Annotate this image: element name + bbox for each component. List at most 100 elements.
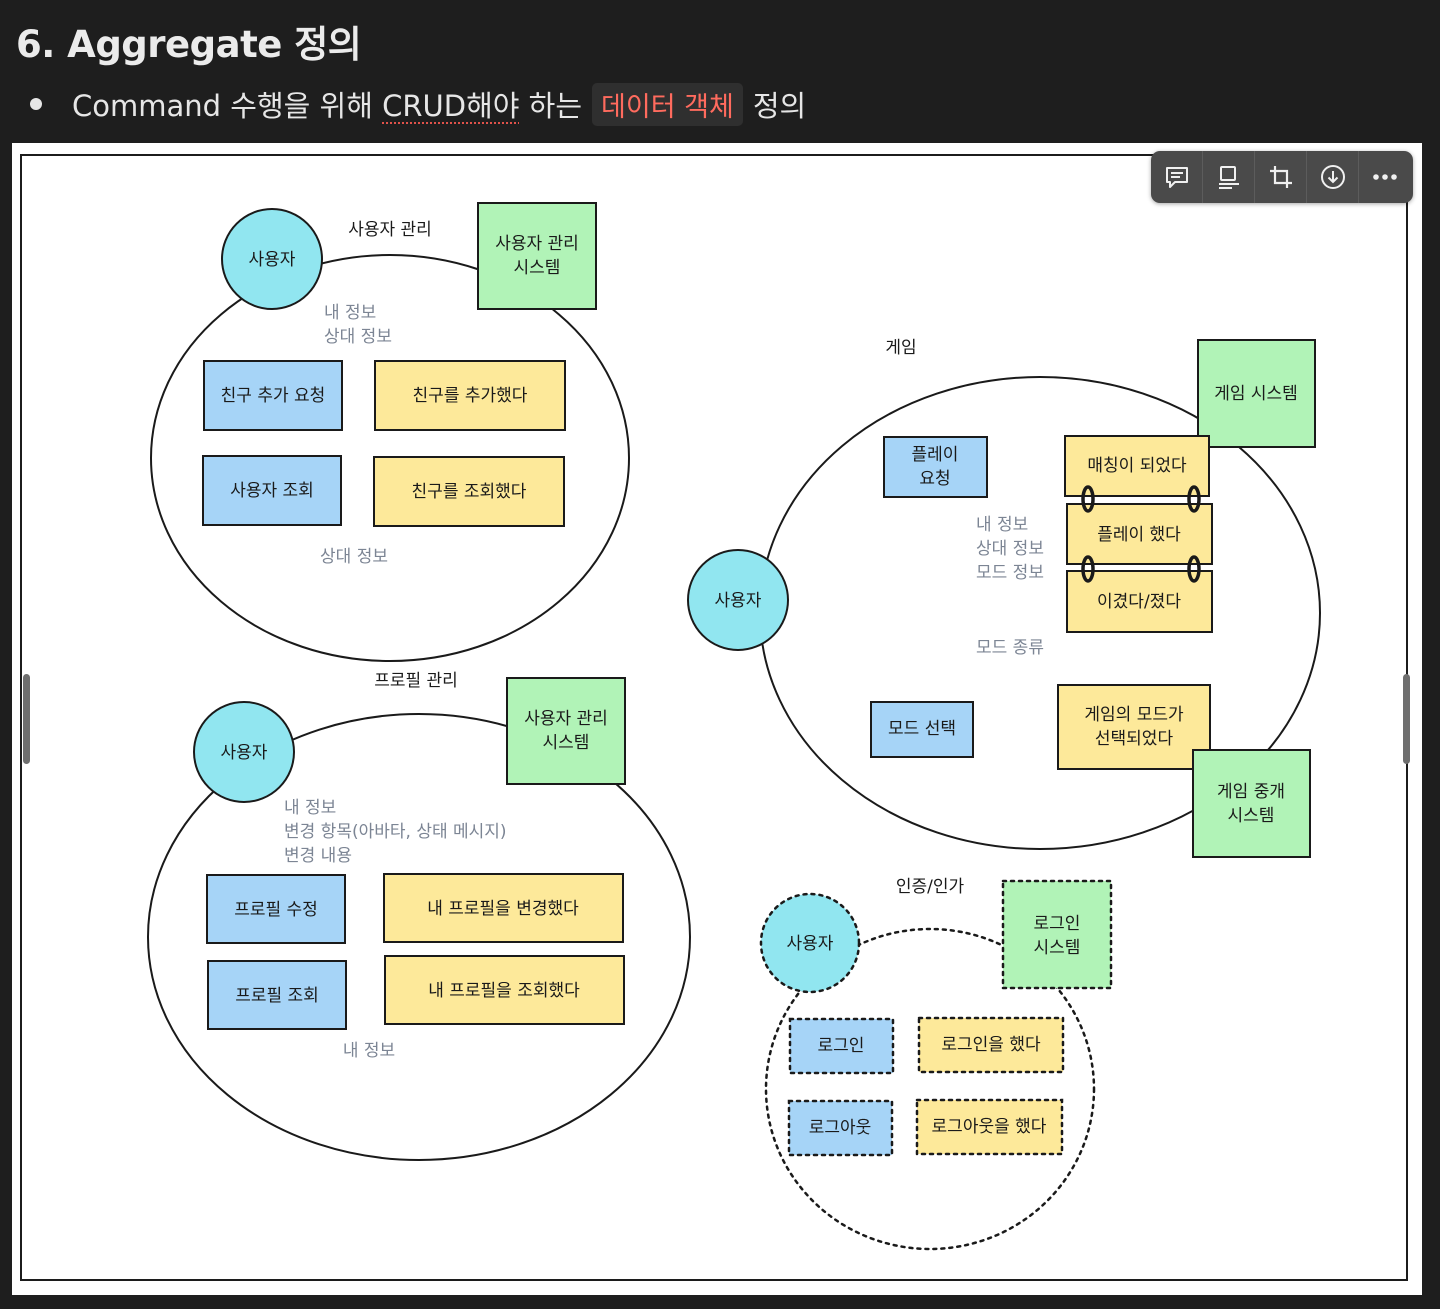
game-broker-line1: 게임 중개 xyxy=(1217,782,1285,802)
game-actor-label: 사용자 xyxy=(715,591,762,611)
game-system xyxy=(1197,339,1316,448)
resize-handle-right[interactable] xyxy=(1403,674,1410,764)
chain-link xyxy=(1187,485,1201,513)
game-system-label: 게임 시스템 xyxy=(1214,384,1298,404)
auth-title: 인증/인가 xyxy=(896,877,965,897)
evt-profile-changed xyxy=(383,873,624,943)
cmd-play-request-line2: 요청 xyxy=(919,469,950,489)
cmd-profile-edit-label: 프로필 수정 xyxy=(234,900,318,920)
cmd-login xyxy=(788,1017,895,1075)
user-mgmt-aggregate: 사용자 관리 사용자 사용자 관리 시스템 내 정보 상대 정보 친구 추가 요… xyxy=(150,202,630,662)
more-icon xyxy=(1373,174,1397,180)
spellcheck-word[interactable]: CRUD해야 xyxy=(382,89,520,123)
evt-profile-queried xyxy=(384,955,625,1025)
evt-profile-changed-label: 내 프로필을 변경했다 xyxy=(427,899,579,919)
download-button[interactable] xyxy=(1307,151,1359,203)
cmd-play-request xyxy=(883,436,988,498)
game-mode-kind: 모드 종류 xyxy=(976,638,1044,658)
cmd-profile-query-label: 프로필 조회 xyxy=(235,986,319,1006)
game-info-3: 모드 정보 xyxy=(976,563,1044,583)
chain-link xyxy=(1081,555,1095,583)
game-title: 게임 xyxy=(885,338,916,358)
cmd-login-label: 로그인 xyxy=(818,1036,865,1056)
user-mgmt-info-2: 상대 정보 xyxy=(324,327,392,347)
profile-mgmt-actor-label: 사용자 xyxy=(221,743,268,763)
user-mgmt-system-line1: 사용자 관리 xyxy=(495,234,579,254)
download-icon xyxy=(1320,165,1345,189)
game-actor xyxy=(687,549,789,651)
evt-friend-added xyxy=(374,360,566,431)
cmd-user-query xyxy=(202,455,342,526)
user-mgmt-bottom-info: 상대 정보 xyxy=(320,547,388,567)
bullet-dot xyxy=(30,98,42,110)
bullet-middle: 하는 xyxy=(519,89,583,123)
auth-actor xyxy=(759,892,861,994)
auth-aggregate: 인증/인가 사용자 로그인 시스템 로그인 로그인을 했다 로그아웃 로그아웃을… xyxy=(759,877,1113,1251)
evt-mode-selected xyxy=(1057,684,1211,770)
profile-mgmt-boundary xyxy=(147,713,691,1161)
inline-code: 데이터 객체 xyxy=(592,82,743,126)
user-mgmt-title: 사용자 관리 xyxy=(348,220,432,240)
profile-mgmt-info-1: 내 정보 xyxy=(284,798,336,818)
profile-mgmt-bottom-info: 내 정보 xyxy=(343,1041,395,1061)
evt-played xyxy=(1066,503,1213,565)
image-toolbar xyxy=(1151,151,1413,203)
user-mgmt-system xyxy=(477,202,597,310)
profile-mgmt-system-line1: 사용자 관리 xyxy=(524,709,608,729)
game-broker-line2: 시스템 xyxy=(1228,806,1275,826)
evt-friend-added-label: 친구를 추가했다 xyxy=(413,386,528,406)
profile-mgmt-title: 프로필 관리 xyxy=(374,671,458,691)
evt-logged-in-label: 로그인을 했다 xyxy=(941,1035,1041,1055)
evt-matched-label: 매칭이 되었다 xyxy=(1087,456,1187,476)
cmd-logout xyxy=(787,1099,894,1157)
evt-mode-selected-line1: 게임의 모드가 xyxy=(1084,705,1184,725)
profile-mgmt-actor xyxy=(193,701,295,803)
evt-win-lose-label: 이겼다/졌다 xyxy=(1097,592,1181,612)
comment-button[interactable] xyxy=(1151,151,1203,203)
page-title: 6. Aggregate 정의 xyxy=(16,23,362,66)
chain-link xyxy=(1187,555,1201,583)
profile-mgmt-system-line2: 시스템 xyxy=(543,733,590,753)
evt-played-label: 플레이 했다 xyxy=(1097,525,1181,545)
evt-friend-queried-label: 친구를 조회했다 xyxy=(412,482,527,502)
crop-button[interactable] xyxy=(1255,151,1307,203)
evt-logged-out-label: 로그아웃을 했다 xyxy=(932,1117,1047,1137)
cmd-profile-edit xyxy=(206,874,346,944)
evt-profile-queried-label: 내 프로필을 조회했다 xyxy=(428,981,580,1001)
bullet-item: Command 수행을 위해 CRUD해야 하는 데이터 객체 정의 xyxy=(30,82,806,126)
auth-actor-label: 사용자 xyxy=(787,934,834,954)
profile-mgmt-info-2: 변경 항목(아바타, 상태 메시지) xyxy=(284,822,507,842)
auth-system xyxy=(1001,879,1113,990)
user-mgmt-actor-label: 사용자 xyxy=(249,250,296,270)
cmd-play-request-line1: 플레이 xyxy=(912,445,959,465)
evt-logged-out xyxy=(915,1098,1064,1156)
comment-icon xyxy=(1165,167,1188,188)
cmd-mode-select xyxy=(870,701,974,758)
profile-mgmt-info-3: 변경 내용 xyxy=(284,846,352,866)
cmd-profile-query xyxy=(207,960,347,1030)
game-info-1: 내 정보 xyxy=(976,515,1028,535)
evt-logged-in xyxy=(917,1016,1065,1074)
user-mgmt-actor xyxy=(221,208,323,310)
cmd-friend-add-label: 친구 추가 요청 xyxy=(221,386,326,406)
user-mgmt-system-line2: 시스템 xyxy=(514,258,561,278)
more-button[interactable] xyxy=(1359,151,1411,203)
crop-icon xyxy=(1269,166,1292,188)
resize-handle-left[interactable] xyxy=(23,674,30,764)
cmd-logout-label: 로그아웃 xyxy=(809,1118,872,1138)
evt-friend-queried xyxy=(373,456,565,527)
caption-button[interactable] xyxy=(1203,151,1255,203)
game-aggregate: 게임 게임 시스템 플레이 요청 매칭이 되었다 플레이 했다 이겼다/졌다 내… xyxy=(687,338,1321,858)
cmd-mode-select-label: 모드 선택 xyxy=(888,719,956,739)
cmd-user-query-label: 사용자 조회 xyxy=(230,481,314,501)
profile-mgmt-system xyxy=(506,677,626,785)
auth-system-line2: 시스템 xyxy=(1034,938,1081,958)
bullet-suffix: 정의 xyxy=(752,89,807,123)
auth-system-line1: 로그인 xyxy=(1034,914,1081,934)
auth-boundary xyxy=(764,927,1096,1251)
game-broker-system xyxy=(1192,749,1311,858)
user-mgmt-info-1: 내 정보 xyxy=(324,303,376,323)
evt-mode-selected-line2: 선택되었다 xyxy=(1095,729,1174,749)
user-mgmt-boundary xyxy=(150,254,630,662)
